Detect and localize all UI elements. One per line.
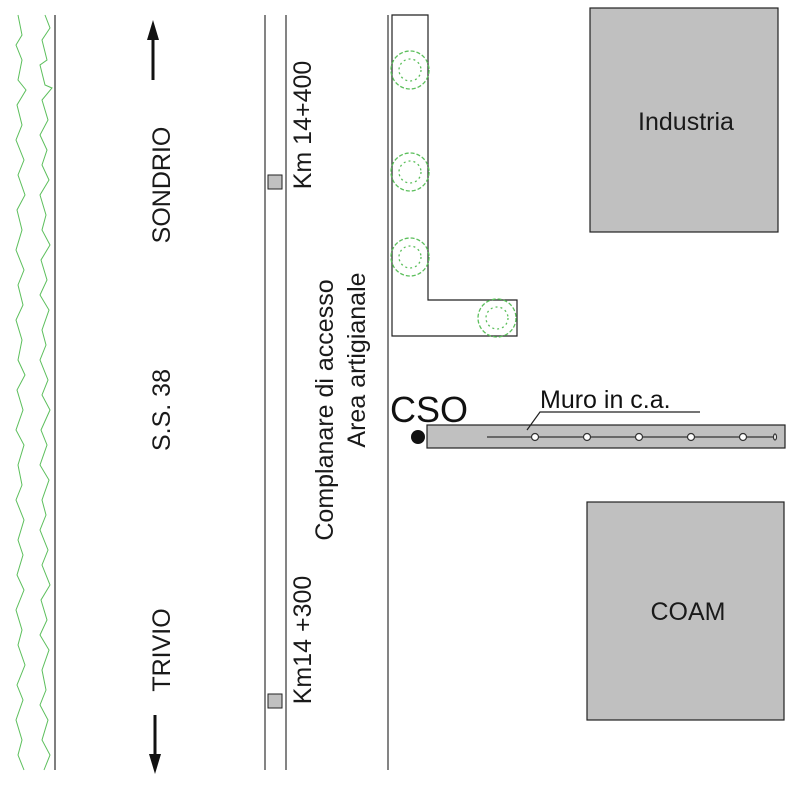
label-service-road-1: Complanare di accesso: [311, 279, 339, 540]
label-trivio: TRIVIO: [148, 608, 176, 691]
label-km-south: Km14 +300: [289, 576, 317, 705]
label-coam: COAM: [651, 598, 726, 626]
label-industria: Industria: [638, 108, 734, 136]
wall-node-icon: [530, 432, 778, 442]
label-wall: Muro in c.a.: [540, 386, 671, 414]
arrow-down-icon: [149, 715, 161, 774]
vegetation-strip-left: [15, 14, 27, 771]
tree-icon: [390, 152, 430, 192]
wall-leader-line: [526, 411, 700, 431]
tree-icon: [390, 50, 430, 90]
green-area: [391, 14, 518, 337]
label-sondrio: SONDRIO: [148, 127, 176, 244]
arrow-up-icon: [147, 20, 159, 80]
vegetation-strip-right: [39, 14, 53, 771]
label-cso: CSO: [390, 389, 468, 430]
label-km-north: Km 14+400: [289, 61, 317, 190]
km-marker-south: [267, 693, 283, 709]
tree-icon: [477, 298, 517, 338]
building-coam: [586, 501, 785, 721]
building-industria: [589, 7, 779, 233]
km-marker-north: [267, 174, 283, 190]
cso-point: [411, 430, 425, 444]
tree-icon: [390, 237, 430, 277]
label-road-name: S.S. 38: [148, 369, 176, 451]
label-service-road-2: Area artigianale: [343, 272, 371, 447]
